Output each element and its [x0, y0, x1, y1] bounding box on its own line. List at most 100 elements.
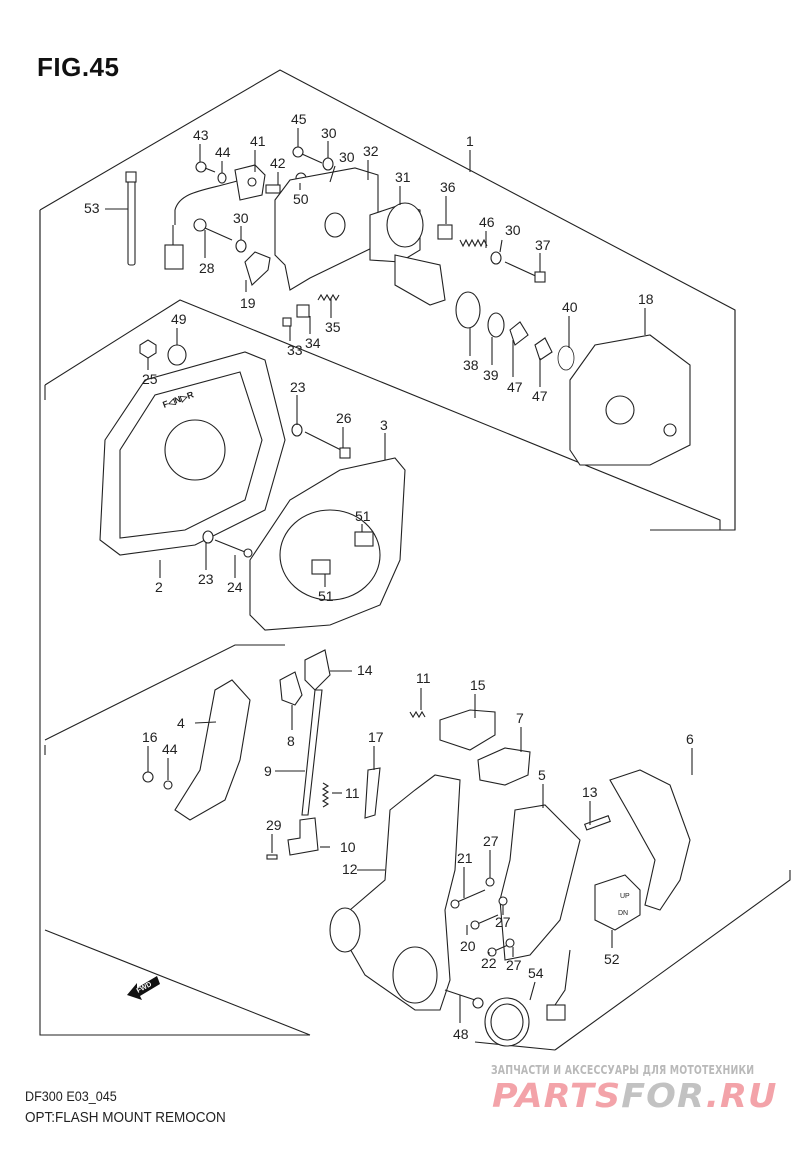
nuts-27 — [485, 877, 515, 948]
part-number-label: 1 — [466, 133, 474, 149]
callout-c11a: 11 — [416, 670, 431, 710]
callout-c53: 53 — [84, 200, 128, 216]
part-number-label: 4 — [177, 715, 185, 731]
part-number-label: 44 — [215, 144, 231, 160]
callout-c19: 19 — [240, 280, 256, 311]
part-number-label: 19 — [240, 295, 256, 311]
bolt-37 — [504, 261, 546, 283]
part-number-label: 41 — [250, 133, 266, 149]
callout-c13: 13 — [582, 784, 598, 825]
part-number-label: 51 — [318, 588, 334, 604]
part-number-label: 37 — [535, 237, 551, 253]
callout-c10: 10 — [320, 839, 356, 855]
screw-48 — [444, 989, 484, 1009]
cover-2: F◁N▷R — [99, 351, 286, 556]
washer-23 — [202, 423, 303, 544]
part-number-label: 53 — [84, 200, 100, 216]
callout-c17: 17 — [368, 729, 384, 770]
callout-c12: 12 — [342, 861, 385, 877]
callout-c28: 28 — [199, 230, 215, 276]
callout-c23a: 23 — [290, 379, 306, 425]
callout-c47a: 47 — [507, 340, 523, 395]
callout-c26: 26 — [336, 410, 352, 448]
callout-c22: 22 — [481, 952, 497, 971]
part-number-label: 23 — [290, 379, 306, 395]
part-number-label: 7 — [516, 710, 524, 726]
callout-c18: 18 — [638, 291, 654, 335]
part-number-label: 24 — [227, 579, 243, 595]
plate-17 — [364, 767, 381, 819]
part-number-label: 9 — [264, 763, 272, 779]
callout-c54: 54 — [528, 965, 544, 1001]
part-number-label: 51 — [355, 508, 371, 524]
cover-3 — [249, 457, 406, 631]
leader-line — [529, 981, 536, 1001]
block-10 — [287, 817, 319, 856]
part-number-label: 30 — [233, 210, 249, 226]
watermark-brand-for: FOR — [621, 1076, 706, 1115]
figure-code: DF300 E03_045 — [25, 1088, 117, 1104]
clip-42 — [265, 184, 281, 194]
callout-c32: 32 — [363, 143, 379, 180]
switch-52: UP DN — [594, 874, 641, 931]
callout-c51a: 51 — [355, 508, 371, 532]
harness-connector-52 — [546, 949, 571, 1021]
callout-c27c: 27 — [506, 947, 522, 973]
screw-45 — [292, 146, 323, 164]
washer-44-top — [217, 172, 227, 184]
callout-c23b: 23 — [198, 542, 214, 587]
callout-c15: 15 — [470, 677, 486, 718]
switch-down-label: DN — [618, 910, 628, 917]
handle-arm-12 — [329, 774, 461, 1011]
callout-c33: 33 — [287, 326, 303, 358]
callout-c6: 6 — [686, 731, 694, 775]
shaft-31 — [369, 202, 446, 306]
callout-c52: 52 — [604, 930, 620, 967]
callout-c45: 45 — [291, 111, 307, 147]
part-number-label: 46 — [479, 214, 495, 230]
callout-c36: 36 — [440, 179, 456, 224]
emblem-54 — [484, 997, 530, 1047]
seals-38-39-47 — [455, 291, 553, 361]
callout-c24: 24 — [227, 555, 243, 595]
plates-8-14 — [279, 649, 331, 706]
part-number-label: 48 — [453, 1026, 469, 1042]
screws-20-21-22 — [450, 889, 509, 957]
callout-c9: 9 — [264, 763, 305, 779]
spring-46 — [459, 238, 488, 248]
part-number-label: 54 — [528, 965, 544, 981]
part-number-label: 30 — [505, 222, 521, 238]
callout-c43: 43 — [193, 127, 209, 162]
callout-c3: 3 — [380, 417, 388, 460]
washer-44-bottom — [163, 780, 173, 790]
callout-c47b: 47 — [532, 358, 548, 404]
small-parts-33-34-35 — [282, 293, 340, 327]
fwd-direction-marker: FWD — [127, 976, 160, 1000]
callout-c7: 7 — [516, 710, 524, 752]
part-number-label: 32 — [363, 143, 379, 159]
callout-c4: 4 — [177, 715, 217, 731]
bracket-19 — [244, 251, 271, 287]
part-number-label: 26 — [336, 410, 352, 426]
bracket-15 — [439, 709, 496, 751]
part-number-label: 28 — [199, 260, 215, 276]
leader-line — [194, 721, 217, 724]
rod-9 — [301, 689, 323, 816]
part-number-label: 43 — [193, 127, 209, 143]
part-number-label: 42 — [270, 155, 286, 171]
part-number-label: 29 — [266, 817, 282, 833]
callout-c29: 29 — [266, 817, 282, 853]
callout-c44a: 44 — [215, 144, 231, 173]
callout-c2: 2 — [155, 560, 163, 595]
part-number-label: 22 — [481, 955, 497, 971]
callout-c8: 8 — [287, 705, 295, 749]
callout-c31: 31 — [395, 169, 411, 205]
part-number-label: 39 — [483, 367, 499, 383]
nut-25 — [139, 339, 157, 359]
pin-29 — [266, 854, 278, 860]
callout-c48: 48 — [453, 995, 469, 1042]
grip-5 — [499, 804, 581, 961]
washer-49 — [167, 344, 187, 366]
callout-c30a: 30 — [321, 125, 337, 158]
